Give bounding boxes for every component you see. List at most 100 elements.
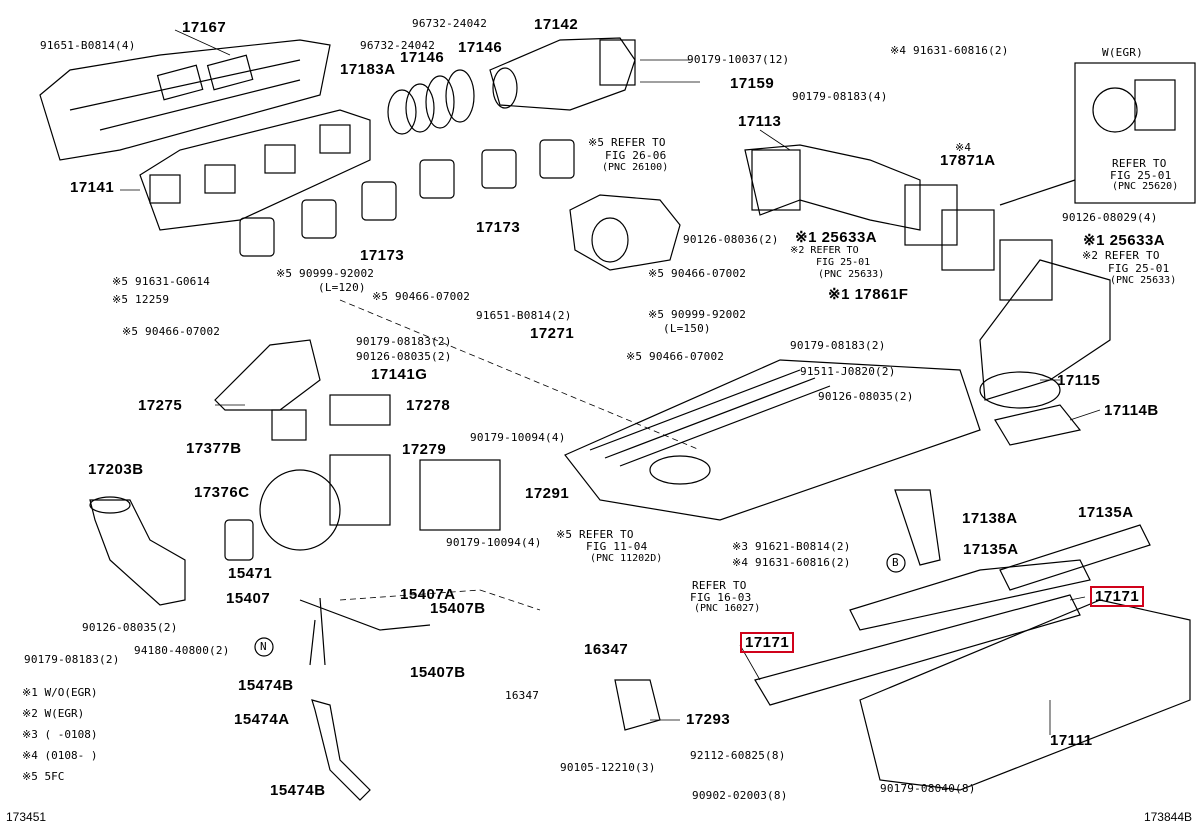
footer-left-code: 173451 — [6, 810, 47, 824]
part-label-p125633b: ※1 25633A — [1083, 232, 1166, 249]
bracket-17293-drawing — [614, 679, 661, 731]
part-label-p12259: ※5 12259 — [112, 293, 170, 306]
part-label-pref1603b: FIG 16-03 — [690, 591, 752, 604]
part-label-p90105: 90105-12210(3) — [560, 761, 656, 774]
part-label-p90466a: ※5 90466-07002 — [372, 290, 471, 303]
part-label-p90466c: ※5 90466-07002 — [122, 325, 221, 338]
part-label-p90179_10037: 90179-10037(12) — [687, 53, 790, 66]
part-label-pref2501c: (PNC 25620) — [1112, 181, 1179, 192]
part-label-p96732b: 96732-24042 — [360, 39, 436, 52]
part-label-p90126_08035c: 90126-08035(2) — [82, 621, 178, 634]
part-label-p15407b_1: 15407B — [430, 600, 486, 617]
gaskets-17173-drawing — [239, 139, 575, 257]
part-label-p17171b: 17171 — [740, 632, 795, 653]
part-label-p90466b: ※5 90466-07002 — [648, 267, 747, 280]
legend-row: ※4 (0108- ) — [22, 749, 98, 762]
part-label-pref2501a: REFER TO — [1112, 157, 1167, 170]
part-label-p17279: 17279 — [402, 441, 447, 458]
part-label-p17146a: 17146 — [400, 49, 445, 66]
part-label-p17159: 17159 — [730, 75, 775, 92]
part-label-pref2501f: (PNC 25633) — [818, 269, 885, 280]
part-label-p92112: 92112-60825(8) — [690, 749, 786, 762]
part-label-p17271: 17271 — [530, 325, 575, 342]
manifold-17141-drawing — [139, 109, 371, 231]
part-label-pref1104b: FIG 11-04 — [586, 540, 648, 553]
part-label-p90126_08029: 90126-08029(4) — [1062, 211, 1158, 224]
part-label-pcircle_b: B — [892, 556, 899, 569]
part-label-pcircle_n: N — [260, 640, 267, 653]
part-label-p16347b: 16347 — [505, 689, 540, 702]
part-label-p90179_08183b: 90179-08183(2) — [356, 335, 452, 348]
part-label-p91651a: 91651-B0814(4) — [40, 39, 136, 52]
bracket-17138a-drawing — [894, 489, 941, 566]
part-label-p4star: ※4 — [955, 141, 972, 154]
part-label-p15474b_1: 15474B — [238, 677, 294, 694]
part-label-p90999b: ※5 90999-92002 — [648, 308, 747, 321]
part-label-p17115: 17115 — [1057, 372, 1101, 389]
part-label-pl120: (L=120) — [318, 281, 366, 294]
part-label-p90179_08183a: 90179-08183(4) — [792, 90, 888, 103]
part-label-p90179_08040: 90179-08040(8) — [880, 782, 976, 795]
legend-row: ※5 5FC — [22, 770, 65, 783]
part-label-p17293: 17293 — [686, 711, 731, 728]
intake-pipe-17113-drawing — [744, 144, 1053, 301]
part-label-p17138a: 17138A — [962, 510, 1018, 527]
part-label-pref1104c: (PNC 11202D) — [590, 553, 663, 564]
part-label-p17135a_1: 17135A — [1078, 504, 1134, 521]
pipe-17203b-drawing — [89, 496, 186, 606]
part-label-p17135a_2: 17135A — [963, 541, 1019, 558]
leader-lines — [120, 29, 1101, 735]
part-label-pwegr: W(EGR) — [1102, 46, 1143, 59]
part-label-p17183a: 17183A — [340, 61, 396, 78]
circle-b-marker — [886, 553, 906, 573]
part-label-p15407b_2: 15407B — [410, 664, 466, 681]
part-label-p17142: 17142 — [534, 16, 579, 33]
part-label-p17291: 17291 — [525, 485, 570, 502]
turbo-drawing — [214, 339, 501, 551]
dashed-lines — [339, 299, 701, 611]
part-label-p91651b: 91651-B0814(2) — [476, 309, 572, 322]
part-label-pl150: (L=150) — [663, 322, 711, 335]
part-label-p90999a: ※5 90999-92002 — [276, 267, 375, 280]
part-label-p17871a: 17871A — [940, 152, 996, 169]
part-label-p15474a: 15474A — [234, 711, 290, 728]
part-label-p94180: 94180-40800(2) — [134, 644, 230, 657]
part-label-p90126_08036: 90126-08036(2) — [683, 233, 779, 246]
part-label-p125633a: ※1 25633A — [795, 229, 878, 246]
footer-right-code: 173844B — [1143, 810, 1192, 824]
intake-cover-drawing — [564, 359, 981, 521]
part-label-pref1104a: ※5 REFER TO — [556, 528, 634, 541]
part-label-pref2501i: (PNC 25633) — [1110, 275, 1177, 286]
part-label-p15474b_2: 15474B — [270, 782, 326, 799]
part-label-p17141g: 17141G — [371, 366, 428, 383]
part-label-p96732a: 96732-24042 — [412, 17, 488, 30]
legend-row: ※2 W(EGR) — [22, 707, 85, 720]
part-label-p15407: 15407 — [226, 590, 271, 607]
part-label-p90179_10094b: 90179-10094(4) — [446, 536, 542, 549]
part-label-p15471: 15471 — [228, 565, 273, 582]
manifold-17111-drawing — [754, 524, 1191, 791]
part-label-p17376c: 17376C — [194, 484, 250, 501]
part-label-pref1603a: REFER TO — [692, 579, 747, 592]
part-label-pref2501b: FIG 25-01 — [1110, 169, 1172, 182]
pipe-17142-drawing — [489, 37, 636, 111]
part-label-p17861f: ※1 17861F — [828, 286, 909, 303]
part-label-p17275: 17275 — [138, 397, 183, 414]
part-label-p91631_60816a: ※4 91631-60816(2) — [890, 44, 1009, 57]
part-label-p91631_60816b: ※4 91631-60816(2) — [732, 556, 851, 569]
part-label-p15407a: 15407A — [400, 586, 456, 603]
gasket-17376c-drawing — [224, 519, 254, 561]
part-label-p90179_10094a: 90179-10094(4) — [470, 431, 566, 444]
part-label-p90126_08035b: 90126-08035(2) — [818, 390, 914, 403]
part-label-pref2501e: FIG 25-01 — [816, 257, 871, 268]
part-label-p17377b: 17377B — [186, 440, 242, 457]
part-label-p90179_08183d: 90179-08183(2) — [24, 653, 120, 666]
part-label-pref1603c: (PNC 16027) — [694, 603, 761, 614]
legend-row: ※3 ( -0108) — [22, 728, 98, 741]
part-label-p17173b: 17173 — [476, 219, 521, 236]
part-label-p17113: 17113 — [738, 113, 782, 130]
part-label-p90466d: ※5 90466-07002 — [626, 350, 725, 363]
part-label-pref2501d: ※2 REFER TO — [790, 245, 859, 256]
part-label-p17171a: 17171 — [1090, 586, 1145, 607]
